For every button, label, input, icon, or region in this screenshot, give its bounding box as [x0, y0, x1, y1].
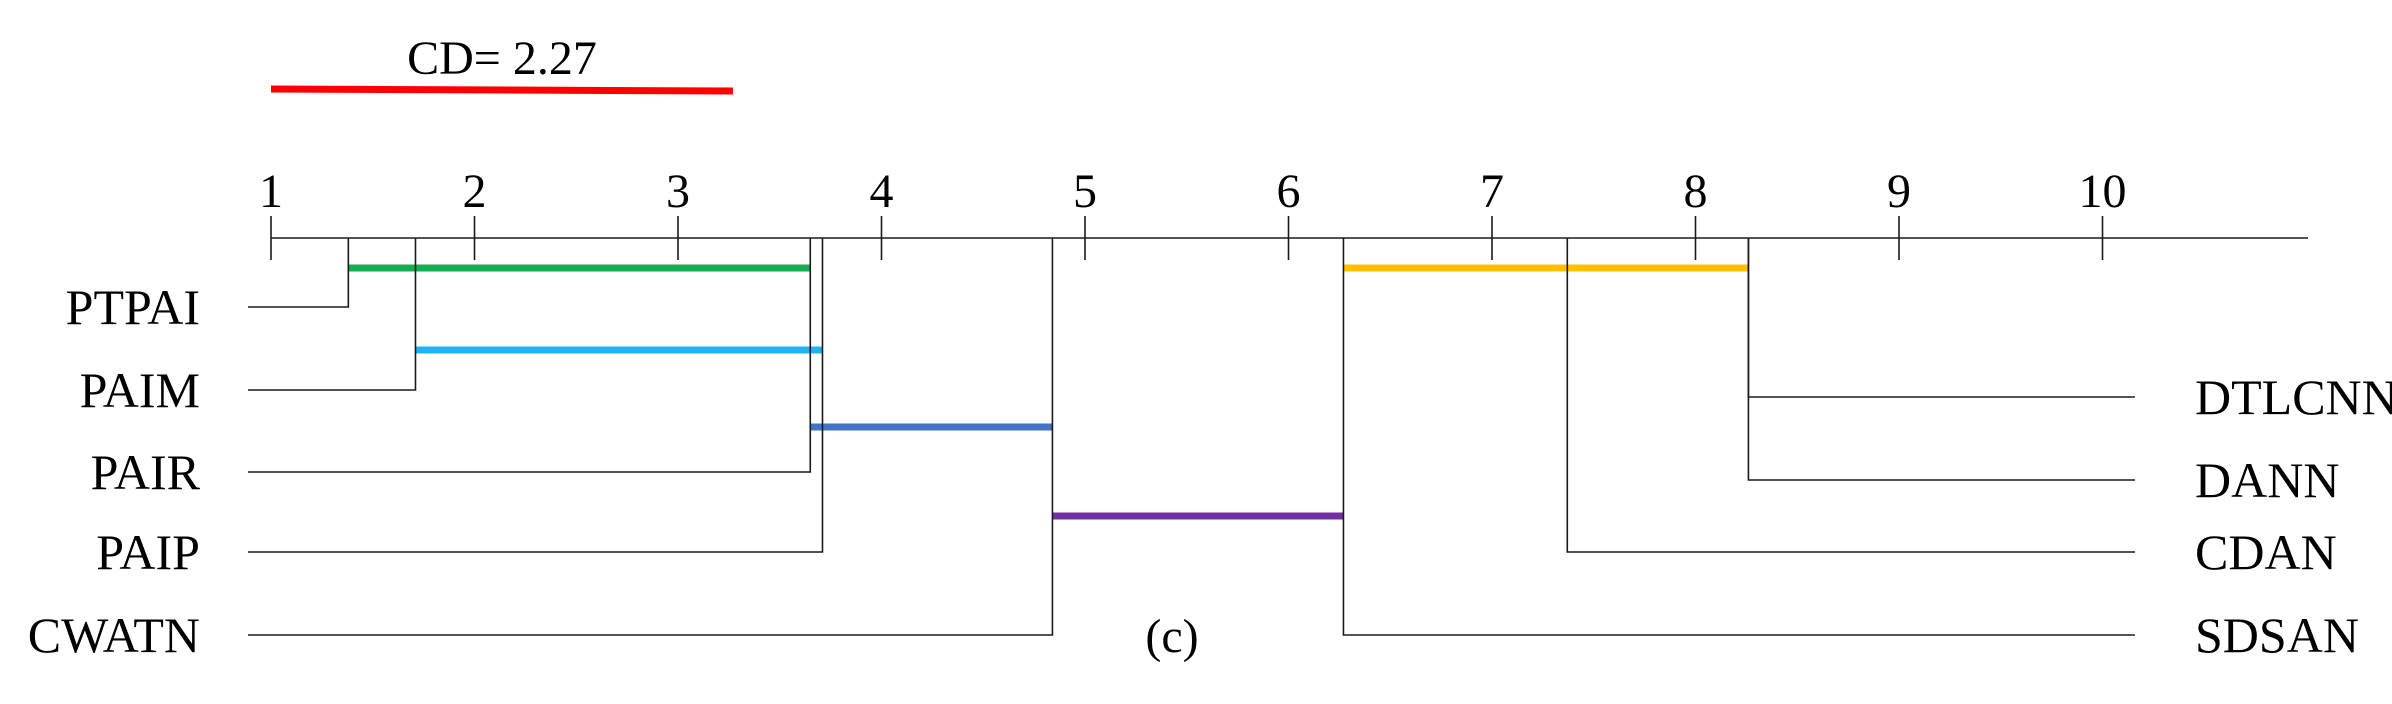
rank-axis: 1 2 3 4 5 6 7 8 9 10 — [259, 165, 2308, 260]
tick-label: 1 — [259, 165, 283, 218]
cd-bar — [270, 85, 733, 95]
tick-label: 7 — [1480, 165, 1504, 218]
method-connector — [248, 238, 350, 308]
method-connector — [1747, 238, 2135, 481]
tick-label: 9 — [1887, 165, 1911, 218]
tick-label: 2 — [463, 165, 487, 218]
method-connector — [1342, 238, 2135, 636]
method-label: DANN — [2195, 452, 2339, 508]
method-connector — [248, 238, 417, 391]
method-label: PAIM — [80, 362, 200, 418]
method-connector — [1747, 238, 2135, 398]
critical-difference-indicator: CD= 2.27 — [270, 32, 733, 95]
tick-label: 5 — [1073, 165, 1097, 218]
method-labels: PTPAI PAIM PAIR PAIP CWATN DTLCNN DANN CDAN SDSA… — [28, 238, 2392, 663]
tick-label: 8 — [1684, 165, 1708, 218]
method-connector — [1566, 238, 2135, 553]
method-connector — [248, 238, 824, 553]
method-label: SDSAN — [2195, 607, 2359, 663]
method-label: CDAN — [2195, 524, 2337, 580]
method-connector — [248, 238, 812, 473]
method-label: PAIP — [96, 524, 200, 580]
method-label: PAIR — [91, 444, 201, 500]
method-connector — [248, 238, 1054, 636]
tick-label: 6 — [1277, 165, 1301, 218]
tick-label: 10 — [2079, 165, 2127, 218]
tick-label: 4 — [870, 165, 894, 218]
method-label: DTLCNN — [2195, 369, 2392, 425]
cd-label: CD= 2.27 — [407, 32, 597, 85]
clique-bars — [348, 264, 1749, 520]
tick-label: 3 — [666, 165, 690, 218]
panel-label: (c) — [1145, 610, 1198, 663]
method-label: PTPAI — [66, 279, 200, 335]
method-label: CWATN — [28, 607, 200, 663]
